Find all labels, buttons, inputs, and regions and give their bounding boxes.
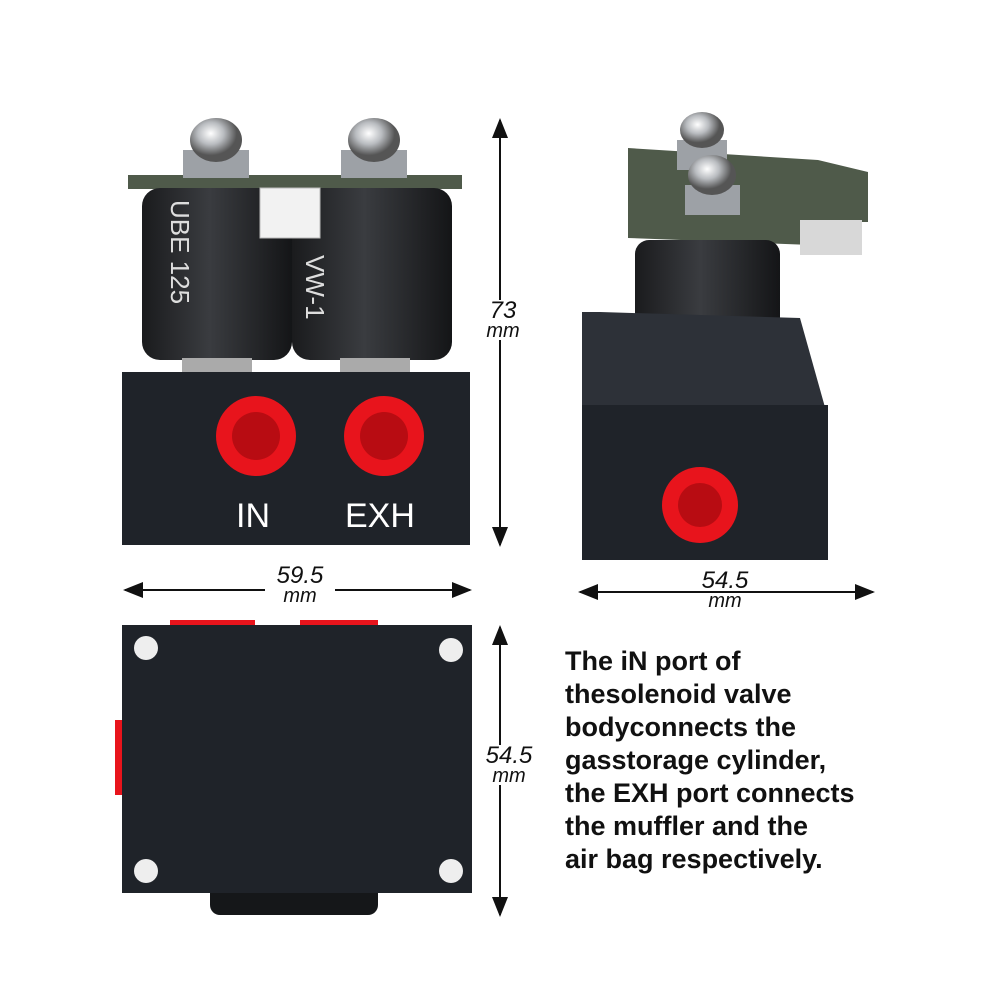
description-line: the EXH port connects [565, 778, 855, 808]
stem-right [340, 358, 410, 374]
coil-left [142, 188, 292, 360]
coil-text-right: VW-1 [300, 255, 330, 320]
bottom-view [115, 620, 472, 915]
description-line: air bag respectively. [565, 844, 823, 874]
description-line: bodyconnects the [565, 712, 797, 742]
acorn-nut-right [341, 118, 407, 178]
coil-text-left: UBE 125 [165, 200, 195, 305]
front-view [122, 118, 470, 545]
bottom-body [122, 625, 472, 893]
label-in: IN [236, 497, 270, 535]
description-line: The iN port of [565, 646, 741, 676]
description-line: the muffler and the [565, 811, 809, 841]
pcb-board [128, 175, 462, 189]
acorn-nut-left [183, 118, 249, 178]
valve-body [122, 372, 470, 545]
description-text: The iN port of thesolenoid valve bodycon… [565, 645, 985, 876]
description-line: gasstorage cylinder, [565, 745, 827, 775]
label-exh: EXH [345, 497, 415, 535]
side-view [582, 112, 868, 560]
stem-left [182, 358, 252, 374]
description-line: thesolenoid valve [565, 679, 792, 709]
connector-plug [259, 187, 321, 239]
coil-right [292, 188, 452, 360]
